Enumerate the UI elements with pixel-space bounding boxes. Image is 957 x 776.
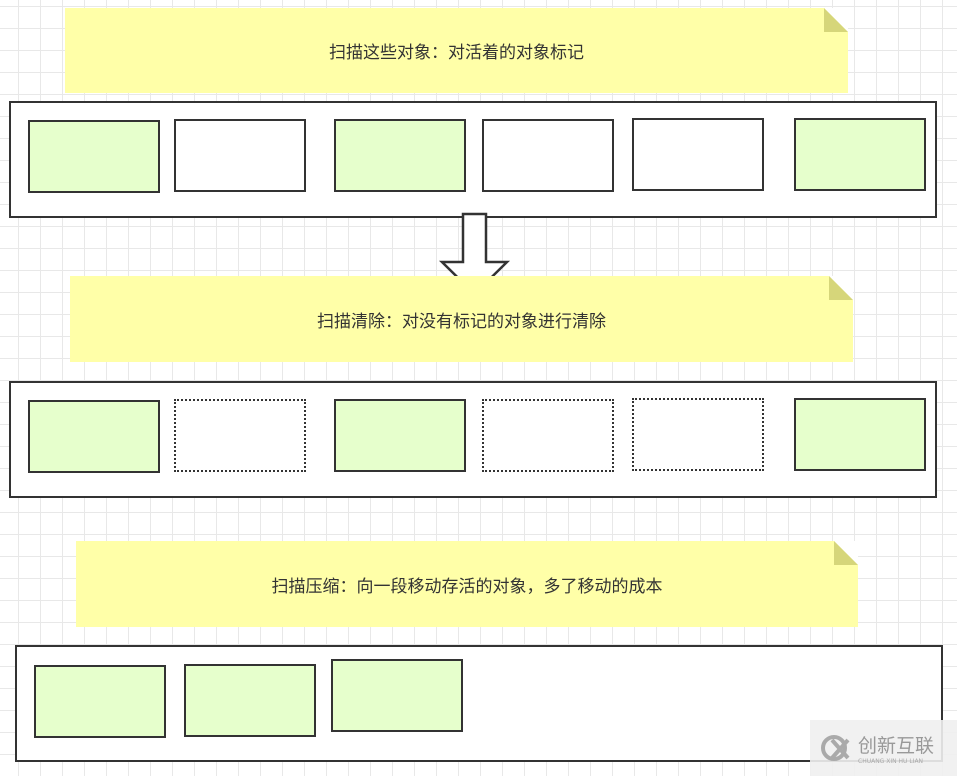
watermark-pinyin: CHUANG XIN HU LIAN — [858, 758, 924, 765]
watermark-logo: 创新互联 CHUANG XIN HU LIAN — [810, 720, 957, 776]
step1-label: 扫描这些对象：对活着的对象标记 — [329, 43, 584, 63]
dead-object — [482, 119, 614, 192]
freed-slot — [174, 399, 306, 472]
live-object — [334, 119, 466, 192]
note-fold — [829, 276, 853, 300]
freed-slot — [632, 398, 764, 471]
heap-marked — [9, 101, 937, 218]
logo-icon — [821, 735, 850, 761]
heap-swept — [9, 381, 937, 498]
freed-slot — [482, 399, 614, 472]
step3-note: 扫描压缩：向一段移动存活的对象，多了移动的成本 — [76, 541, 858, 627]
live-object — [334, 399, 466, 472]
dead-object — [174, 119, 306, 192]
live-object — [184, 664, 316, 737]
live-object — [34, 665, 166, 738]
live-object — [794, 118, 926, 191]
step3-label: 扫描压缩：向一段移动存活的对象，多了移动的成本 — [271, 576, 663, 597]
step2-label: 扫描清除：对没有标记的对象进行清除 — [317, 311, 606, 332]
heap-compacted — [15, 645, 943, 762]
live-object — [28, 400, 160, 473]
step1-note: 扫描这些对象：对活着的对象标记 — [65, 8, 848, 93]
live-object — [28, 120, 160, 193]
step2-note: 扫描清除：对没有标记的对象进行清除 — [70, 276, 853, 362]
note-fold — [834, 541, 858, 565]
live-object — [794, 398, 926, 471]
dead-object — [632, 118, 764, 191]
note-fold — [824, 8, 848, 32]
watermark-name: 创新互联 — [858, 735, 935, 757]
live-object — [331, 659, 463, 732]
